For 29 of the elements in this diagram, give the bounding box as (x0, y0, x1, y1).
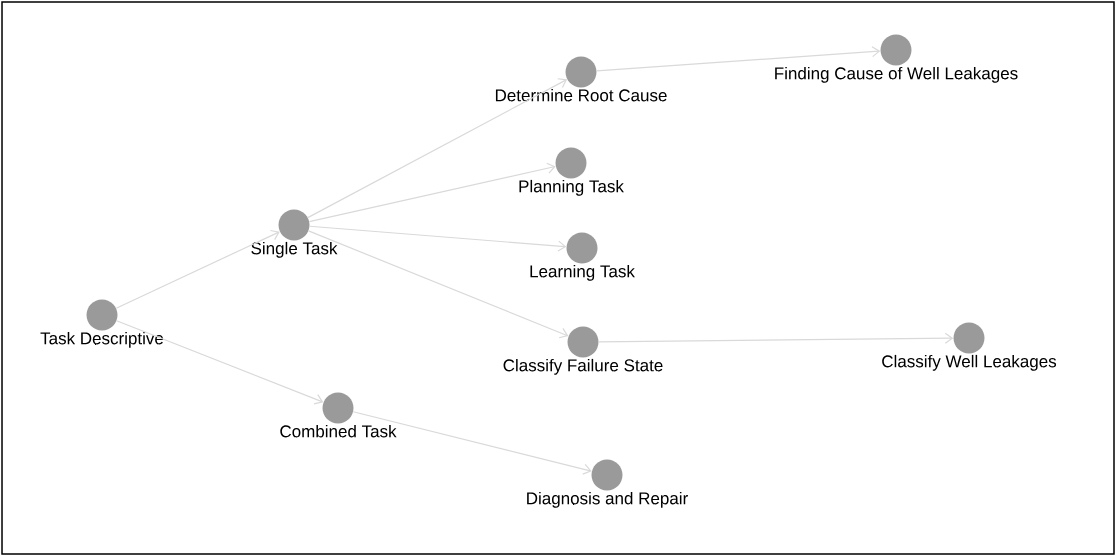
node-label: Task Descriptive (40, 331, 164, 348)
arrow (309, 225, 567, 252)
graph-node (882, 322, 1057, 371)
graph-node (503, 326, 663, 375)
node-label: Finding Cause of Well Leakages (775, 66, 1018, 83)
node-label: Classify Failure State (503, 358, 663, 375)
node-label: Single Task (251, 241, 338, 258)
node-label: Learning Task (530, 264, 635, 281)
arrow (598, 332, 954, 344)
graph-node (530, 232, 635, 281)
graph-node (527, 459, 688, 508)
node-label: Diagnosis and Repair (527, 491, 688, 508)
arrow (115, 229, 280, 309)
graph-node (280, 392, 397, 438)
graph-node (495, 56, 667, 102)
arrow (307, 78, 568, 219)
arrow (116, 320, 324, 405)
graph-node (251, 209, 338, 258)
graph-node (519, 147, 624, 196)
arrow (596, 46, 881, 72)
arrow (352, 411, 592, 475)
node-label: Combined Task (280, 424, 397, 438)
node-label: Classify Well Leakages (882, 354, 1057, 371)
graph-node (775, 34, 1018, 83)
node-label: Planning Task (519, 179, 624, 196)
arrow (308, 162, 556, 223)
arrow (307, 230, 569, 339)
node-label: Determine Root Cause (495, 88, 667, 102)
graph-node (40, 299, 164, 348)
